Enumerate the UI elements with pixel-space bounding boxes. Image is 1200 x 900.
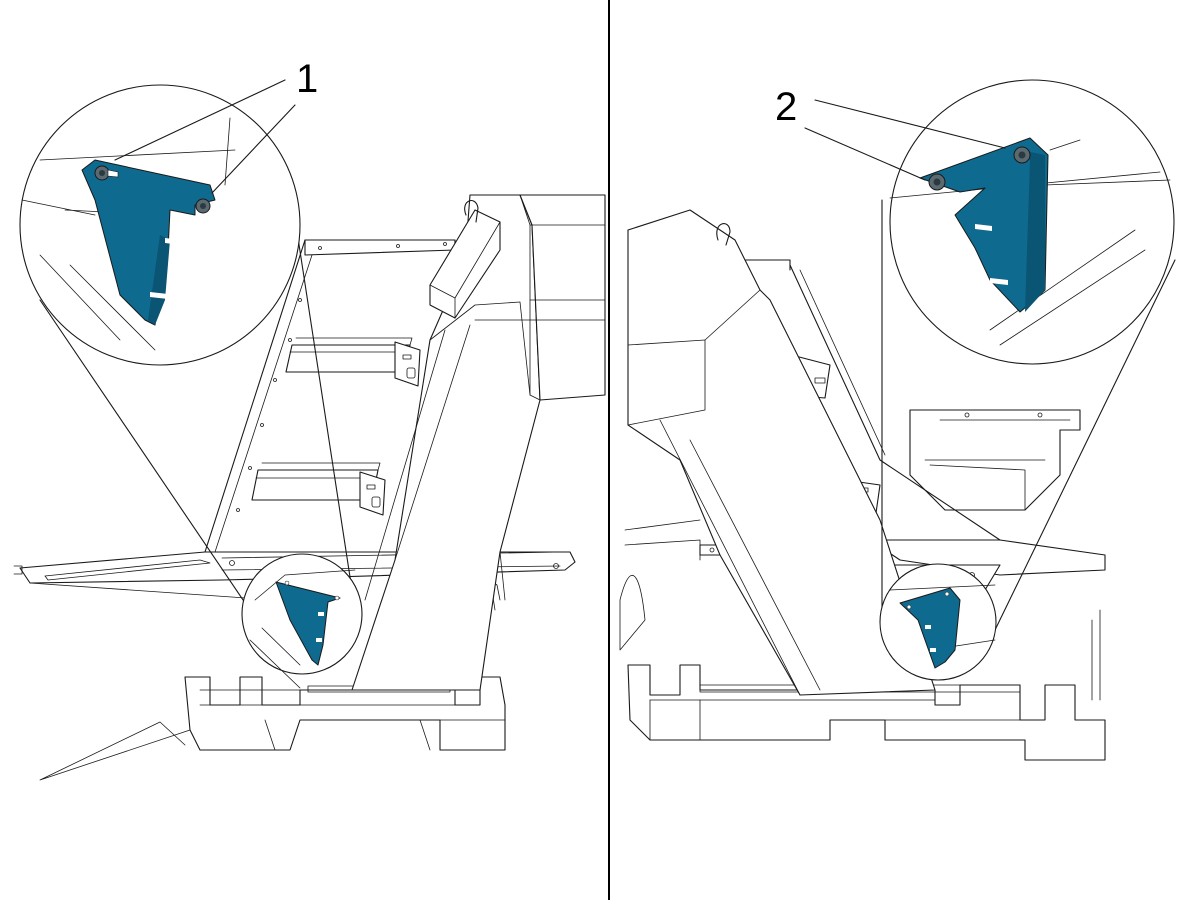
left-detail-circle-large xyxy=(19,84,301,366)
right-detail-circle-large xyxy=(889,79,1175,365)
left-hood xyxy=(429,200,501,319)
left-crossmember-lower xyxy=(251,462,386,516)
left-zoom-lines xyxy=(39,224,353,629)
right-view: 2 xyxy=(619,79,1176,761)
left-base-frame xyxy=(39,676,506,781)
right-bracket-large xyxy=(919,137,1049,313)
left-bracket-large xyxy=(81,159,216,326)
callout-2-leaders xyxy=(804,99,1006,181)
right-hopper xyxy=(909,409,1081,511)
right-detail-circle-small xyxy=(879,563,997,681)
left-crossmember-upper xyxy=(285,337,421,387)
left-conveyor-body xyxy=(351,194,606,691)
left-detail-circle-small xyxy=(241,553,363,689)
left-view: 1 xyxy=(13,57,606,781)
right-zoom-lines xyxy=(881,199,1176,631)
callout-1-label: 1 xyxy=(296,57,318,101)
callout-2-label: 2 xyxy=(775,85,797,129)
callout-1-leaders xyxy=(114,79,296,194)
